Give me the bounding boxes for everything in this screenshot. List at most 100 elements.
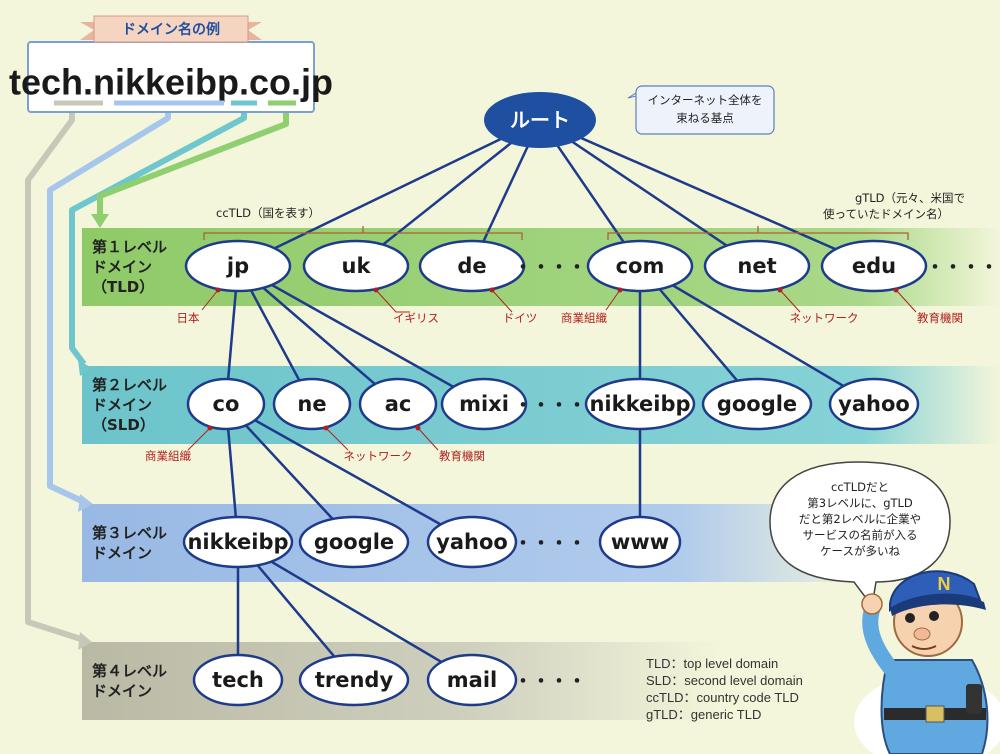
node-label-l2-mixi: mixi <box>459 392 509 416</box>
svg-text:ドメイン: ドメイン <box>92 396 152 414</box>
mascot-character: N <box>854 570 1000 754</box>
svg-text:だと第2レベルに企業や: だと第2レベルに企業や <box>799 512 921 526</box>
gtld-bracket <box>607 226 909 240</box>
svg-text:第１レベル: 第１レベル <box>92 238 167 256</box>
svg-text:ccTLDだと: ccTLDだと <box>831 480 889 494</box>
guide-arrow-jp-head <box>91 214 109 228</box>
annotation-de: ドイツ <box>503 311 538 325</box>
node-l2-ne <box>272 377 352 431</box>
speech-bubble: ccTLDだと 第3レベルに、gTLD だと第2レベルに企業や サービスの名前が… <box>769 461 951 608</box>
guide-arrow-jp <box>97 104 289 218</box>
node-l2-mixi <box>440 377 528 431</box>
annotation-dots <box>207 287 899 431</box>
root-label: ルート <box>510 108 570 132</box>
cctld-bracket <box>203 226 523 240</box>
node-label-l2-nikkeibp: nikkeibp <box>589 392 690 416</box>
svg-text:第４レベル: 第４レベル <box>92 662 167 680</box>
legend: TLD：top level domain SLD：second level do… <box>646 656 803 722</box>
node-label-l3-yahoo: yahoo <box>436 530 508 554</box>
node-l4-tech <box>192 653 284 707</box>
node-l1-uk <box>302 239 410 293</box>
node-label-l1-uk: uk <box>342 254 372 278</box>
node-label-l2-yahoo: yahoo <box>838 392 910 416</box>
annotation-edu: 教育機関 <box>917 311 963 325</box>
node-label-l1-net: net <box>737 254 776 278</box>
node-l3-yahoo <box>426 515 518 569</box>
node-label-l1-com: com <box>616 254 665 278</box>
level4-label: 第４レベル ドメイン <box>92 662 167 700</box>
annotation-net: ネットワーク <box>790 311 859 325</box>
node-label-l2-ac: ac <box>385 392 412 416</box>
ellipsis-l3: ・・・・ <box>514 534 586 555</box>
svg-text:gTLD：generic TLD: gTLD：generic TLD <box>646 707 761 722</box>
annotation-com: 商業組織 <box>561 311 607 325</box>
annotations <box>187 289 917 451</box>
guide-arrow-tech <box>25 104 85 643</box>
node-label-l2-google: google <box>717 392 797 416</box>
node-label-l2-ne: ne <box>297 392 326 416</box>
svg-text:ケースが多いね: ケースが多いね <box>820 544 900 558</box>
node-l2-co <box>186 377 266 431</box>
guide-arrow-tech-head <box>78 632 92 650</box>
guide-arrow-co <box>69 104 247 366</box>
node-l2-nikkeibp <box>584 377 696 431</box>
level3-label: 第３レベル ドメイン <box>92 524 167 562</box>
svg-text:ドメイン: ドメイン <box>92 258 152 276</box>
annotation-ac: 教育機関 <box>439 449 485 463</box>
node-label-l4-trendy: trendy <box>315 668 394 692</box>
svg-text:ドメイン名の例: ドメイン名の例 <box>122 21 220 38</box>
svg-text:SLD：second level domain: SLD：second level domain <box>646 673 803 688</box>
node-l1-edu <box>820 239 928 293</box>
example-ribbon: ドメイン名の例 <box>80 15 262 43</box>
gtld-label-1: gTLD（元々、米国で <box>855 191 965 205</box>
svg-text:第３レベル: 第３レベル <box>92 524 167 542</box>
guide-arrow-nikkeibp-head <box>78 494 93 512</box>
level1-label: 第１レベル ドメイン （TLD） <box>92 238 167 296</box>
node-l1-net <box>703 239 811 293</box>
root-callout: インターネット全体を 束ねる基点 <box>627 85 775 135</box>
annotation-ne: ネットワーク <box>344 449 413 463</box>
svg-text:第3レベルに、gTLD: 第3レベルに、gTLD <box>807 496 913 510</box>
node-label-l3-nikkeibp: nikkeibp <box>187 530 288 554</box>
ellipsis-l2: ・・・・ <box>514 396 586 417</box>
svg-text:ドメイン: ドメイン <box>92 682 152 700</box>
svg-text:N: N <box>938 574 951 594</box>
svg-text:サービスの名前が入る: サービスの名前が入る <box>803 528 918 542</box>
svg-text:第２レベル: 第２レベル <box>92 376 167 394</box>
cctld-label: ccTLD（国を表す） <box>216 206 320 220</box>
svg-text:（SLD）: （SLD） <box>92 416 155 434</box>
annotation-uk: イギリス <box>393 311 439 325</box>
node-label-l3-google: google <box>314 530 394 554</box>
node-l1-com <box>586 239 694 293</box>
svg-text:インターネット全体を: インターネット全体を <box>648 93 763 107</box>
node-l2-google <box>701 377 813 431</box>
ellipsis-l1b: ・・・・ <box>926 258 998 279</box>
svg-text:ccTLD：country code TLD: ccTLD：country code TLD <box>646 690 799 705</box>
annotation-jp: 日本 <box>177 311 200 325</box>
example-domain: tech.nikkeibp.co.jp <box>9 62 333 103</box>
node-label-l4-tech: tech <box>212 668 264 692</box>
svg-text:束ねる基点: 束ねる基点 <box>676 111 734 125</box>
guide-arrow-nikkeibp <box>47 104 171 505</box>
node-l4-trendy <box>298 653 410 707</box>
svg-text:TLD：top level domain: TLD：top level domain <box>646 656 778 671</box>
node-label-l4-mail: mail <box>447 668 497 692</box>
node-l1-jp <box>184 239 292 293</box>
svg-text:（TLD）: （TLD） <box>92 278 154 296</box>
root-node <box>484 92 596 148</box>
node-l3-www <box>598 515 682 569</box>
guide-arrow-co-head <box>78 360 92 376</box>
node-l3-google <box>298 515 410 569</box>
node-l4-mail <box>426 653 518 707</box>
node-label-l1-edu: edu <box>852 254 896 278</box>
node-l1-de <box>418 239 526 293</box>
ellipsis-l1a: ・・・・ <box>514 258 586 279</box>
node-label-l3-www: www <box>611 530 669 554</box>
node-l2-yahoo <box>828 377 920 431</box>
annotation-co: 商業組織 <box>145 449 191 463</box>
gtld-label-2: 使っていたドメイン名） <box>823 207 949 221</box>
node-label-l1-jp: jp <box>226 254 249 278</box>
node-l3-nikkeibp <box>182 515 294 569</box>
node-label-l1-de: de <box>457 254 486 278</box>
